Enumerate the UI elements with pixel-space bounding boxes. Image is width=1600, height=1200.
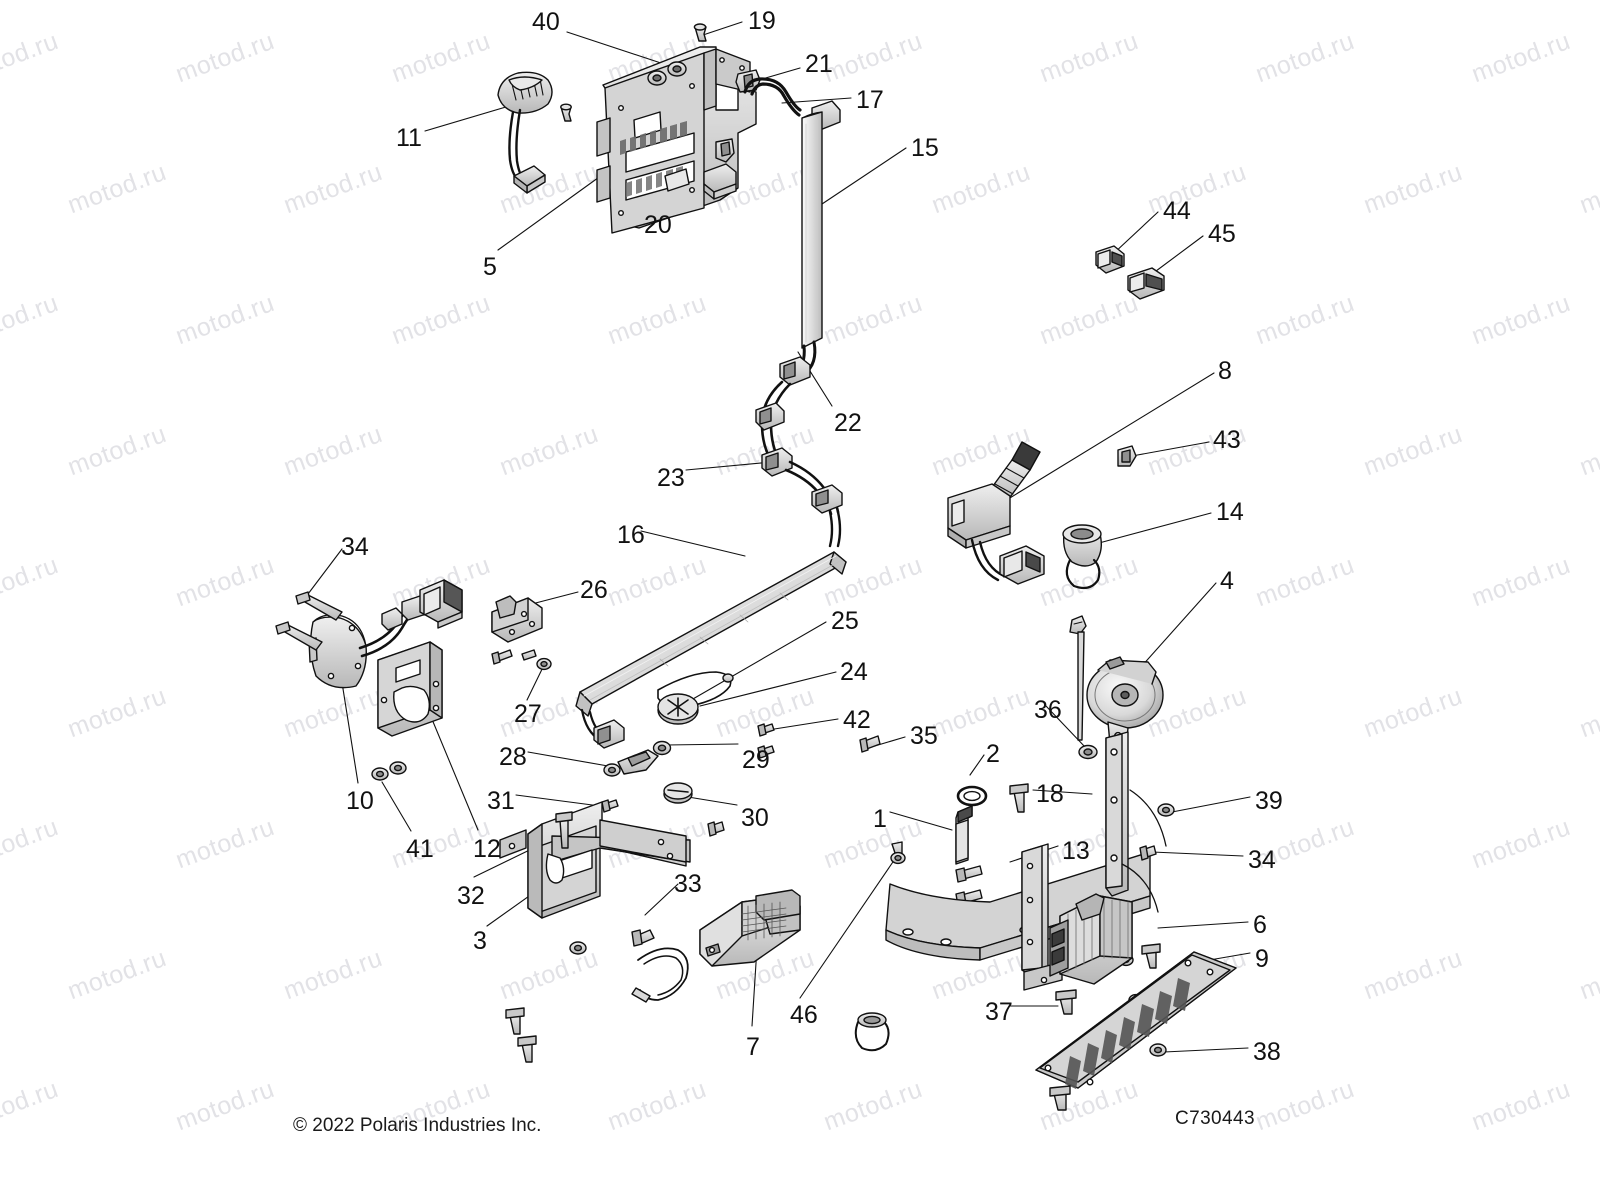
callout-16: 16 — [617, 521, 645, 549]
callout-15: 15 — [911, 134, 939, 162]
callout-31: 31 — [487, 787, 515, 815]
callout-28: 28 — [499, 743, 527, 771]
drawing-number: C730443 — [1175, 1108, 1255, 1129]
callout-18: 18 — [1036, 780, 1064, 808]
callout-45: 45 — [1208, 220, 1236, 248]
callout-44: 44 — [1163, 197, 1191, 225]
callout-10: 10 — [346, 787, 374, 815]
callout-30: 30 — [741, 804, 769, 832]
callout-27: 27 — [514, 700, 542, 728]
callout-6: 6 — [1253, 911, 1267, 939]
callout-13: 13 — [1062, 837, 1090, 865]
callout-17: 17 — [856, 86, 884, 114]
callout-1: 1 — [873, 805, 887, 833]
callout-7: 7 — [746, 1033, 760, 1061]
callout-12: 12 — [473, 835, 501, 863]
callout-23: 23 — [657, 464, 685, 492]
callout-42: 42 — [843, 706, 871, 734]
callout-39: 39 — [1255, 787, 1283, 815]
callout-11: 11 — [396, 124, 422, 152]
callout-19: 19 — [748, 7, 776, 35]
callout-37: 37 — [985, 998, 1013, 1026]
callout-38: 38 — [1253, 1038, 1281, 1066]
callout-9: 9 — [1255, 945, 1269, 973]
callout-2: 2 — [986, 740, 1000, 768]
callout-4: 4 — [1220, 567, 1234, 595]
callout-36: 36 — [1034, 696, 1062, 724]
callout-20: 20 — [644, 211, 672, 239]
callout-41: 41 — [406, 835, 434, 863]
callout-21: 21 — [805, 50, 833, 78]
callout-5: 5 — [483, 253, 497, 281]
callout-22: 22 — [834, 409, 862, 437]
callout-33: 33 — [674, 870, 702, 898]
callout-43: 43 — [1213, 426, 1241, 454]
callout-14: 14 — [1216, 498, 1244, 526]
callout-35: 35 — [910, 722, 938, 750]
copyright-notice: © 2022 Polaris Industries Inc. — [293, 1115, 542, 1136]
callout-34: 34 — [341, 533, 369, 561]
callout-3: 3 — [473, 927, 487, 955]
callout-32: 32 — [457, 882, 485, 910]
callout-24: 24 — [840, 658, 868, 686]
callout-34b: 34 — [1248, 846, 1276, 874]
callout-40: 40 — [532, 8, 560, 36]
callout-26: 26 — [580, 576, 608, 604]
callout-8: 8 — [1218, 357, 1232, 385]
callout-25: 25 — [831, 607, 859, 635]
callout-46: 46 — [790, 1001, 818, 1029]
callout-29: 29 — [742, 746, 770, 774]
